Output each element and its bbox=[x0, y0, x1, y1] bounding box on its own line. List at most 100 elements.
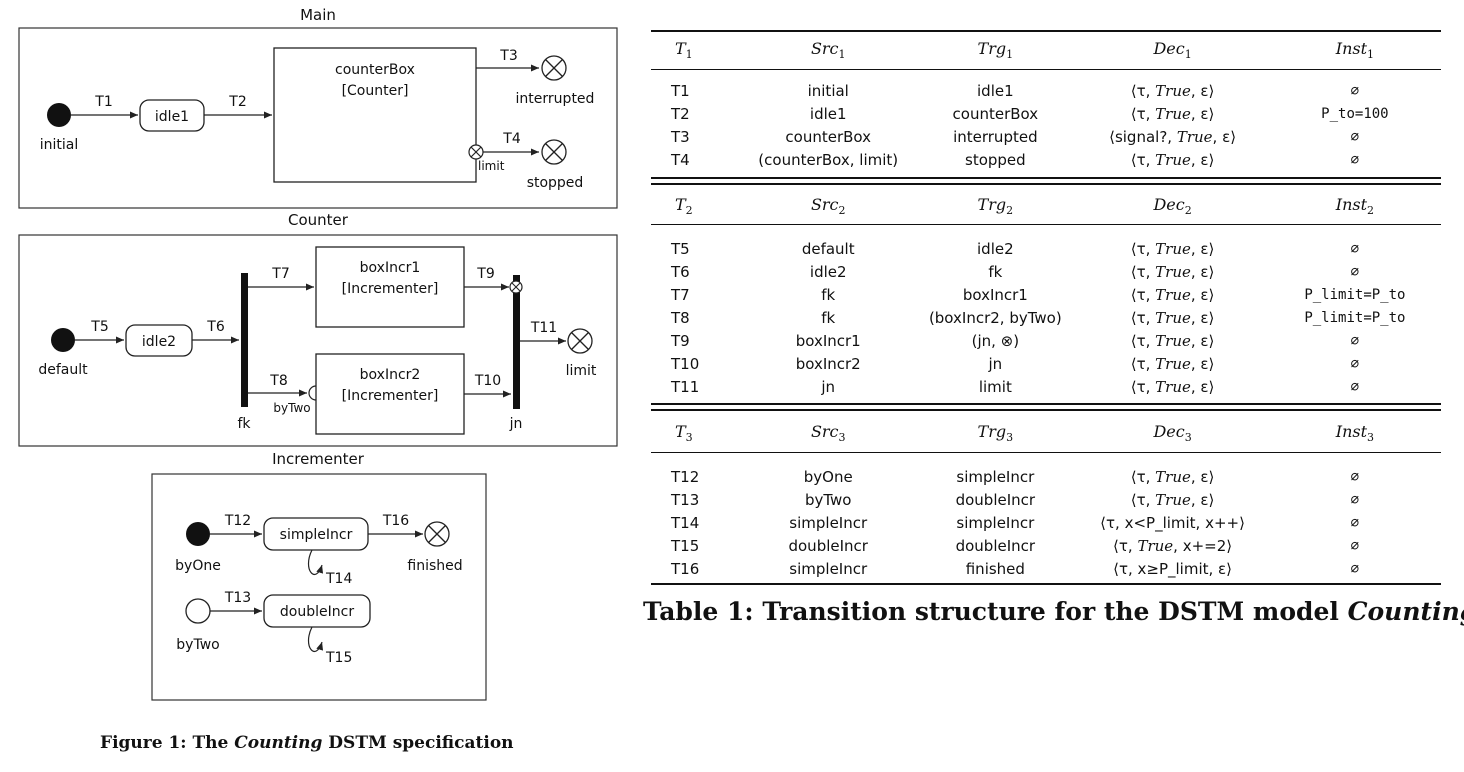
header-dec-subscript: 1 bbox=[1184, 48, 1192, 62]
header-inst-subscript: 2 bbox=[1367, 204, 1375, 218]
counter-title: Counter bbox=[288, 211, 349, 229]
figure-caption: Figure 1: The Counting DSTM specificatio… bbox=[100, 733, 514, 753]
section-divider-1 bbox=[651, 177, 1441, 185]
cell-source: doubleIncr bbox=[788, 536, 868, 555]
figure-caption-prefix: Figure 1: The bbox=[100, 733, 235, 753]
cell-target: fk bbox=[988, 263, 1003, 282]
cell-decorator: ⟨τ, x≥P_limit, ε⟩ bbox=[1076, 558, 1268, 581]
cell-source: jn bbox=[821, 378, 836, 397]
counterbox-type: [Counter] bbox=[342, 83, 409, 99]
decorator-prefix: ⟨τ, bbox=[1130, 467, 1156, 486]
main-title: Main bbox=[300, 6, 336, 24]
main-initial-state bbox=[47, 103, 71, 127]
header-inst: Inst1 bbox=[1269, 30, 1441, 74]
cell-transition: T1 bbox=[671, 82, 690, 101]
limit-exit-label: limit bbox=[478, 159, 505, 173]
stopped-final-icon bbox=[541, 139, 567, 165]
main-initial-label: initial bbox=[40, 137, 79, 153]
counterbox-name: counterBox bbox=[335, 62, 415, 78]
cell-source: (counterBox, limit) bbox=[758, 151, 899, 170]
cell-target: (jn, ⊗) bbox=[971, 332, 1020, 351]
decorator-condition: True bbox=[1155, 467, 1191, 486]
decorator-suffix: , ε⟩ bbox=[1190, 355, 1215, 374]
table-caption-italic: Counting bbox=[1347, 597, 1464, 626]
section-divider-2 bbox=[651, 403, 1441, 411]
edge-t14-loop bbox=[307, 549, 324, 575]
cell-instantiation: P_limit=P_to bbox=[1304, 287, 1406, 304]
decorator-condition: True bbox=[1155, 286, 1191, 305]
cell-instantiation: ∅ bbox=[1350, 83, 1360, 100]
header-inst-text: Inst bbox=[1335, 195, 1368, 215]
header-t-text: T bbox=[675, 195, 686, 215]
decorator-prefix: ⟨τ, bbox=[1130, 286, 1156, 305]
header-trg: Trg3 bbox=[914, 413, 1076, 457]
decorator-prefix: ⟨τ, bbox=[1130, 105, 1156, 124]
header-inst-text: Inst bbox=[1335, 39, 1368, 58]
cell-source: byOne bbox=[803, 467, 853, 486]
cell-transition: T10 bbox=[671, 355, 700, 374]
label-t14: T14 bbox=[325, 571, 352, 587]
bytwo-label: byTwo bbox=[176, 637, 219, 653]
cell-decorator: ⟨τ, True, ε⟩ bbox=[1076, 103, 1268, 126]
cell-target: idle1 bbox=[977, 82, 1014, 101]
interrupted-label: interrupted bbox=[516, 91, 595, 107]
table-top-rule bbox=[651, 30, 1441, 32]
label-t16: T16 bbox=[382, 513, 409, 529]
cell-target: finished bbox=[965, 559, 1025, 578]
decorator-suffix: , ε⟩ bbox=[1190, 332, 1215, 351]
cell-instantiation: ∅ bbox=[1350, 379, 1360, 396]
cell-decorator: ⟨τ, True, ε⟩ bbox=[1076, 330, 1268, 353]
spacer-row bbox=[651, 581, 1441, 585]
cell-source: default bbox=[801, 240, 855, 259]
header-src-text: Src bbox=[810, 195, 839, 215]
decorator-prefix: ⟨τ, bbox=[1130, 151, 1156, 170]
header-dec-text: Dec bbox=[1153, 195, 1185, 215]
decorator-suffix: , ε⟩ bbox=[1190, 378, 1215, 397]
cell-transition: T12 bbox=[671, 467, 700, 486]
decorator-prefix: ⟨τ, x<P_limit, x++⟩ bbox=[1100, 513, 1245, 532]
finished-final-icon bbox=[424, 521, 450, 547]
byone-initial-state bbox=[186, 522, 210, 546]
label-t8: T8 bbox=[269, 373, 287, 389]
header-dec-text: Dec bbox=[1153, 422, 1185, 442]
header-t-subscript: 1 bbox=[685, 48, 693, 62]
header-t-text: T bbox=[675, 422, 686, 442]
table-caption: Table 1: Transition structure for the DS… bbox=[643, 597, 1464, 626]
edge-t15-loop bbox=[307, 626, 324, 652]
decorator-condition: True bbox=[1176, 128, 1213, 147]
cell-source: counterBox bbox=[785, 128, 872, 147]
label-t15: T15 bbox=[325, 650, 352, 666]
label-t13: T13 bbox=[224, 590, 251, 606]
label-t2: T2 bbox=[228, 94, 246, 110]
finished-label: finished bbox=[407, 558, 462, 574]
cell-instantiation: ∅ bbox=[1350, 264, 1360, 281]
cell-transition: T6 bbox=[671, 263, 690, 282]
bytwo-entry-label: byTwo bbox=[273, 401, 310, 415]
cell-transition: T5 bbox=[671, 240, 690, 259]
decorator-prefix: ⟨τ, bbox=[1130, 355, 1156, 374]
decorator-condition: True bbox=[1155, 309, 1191, 328]
spacer-cell bbox=[651, 581, 1441, 585]
cell-decorator: ⟨τ, True, ε⟩ bbox=[1076, 466, 1268, 489]
cell-decorator: ⟨τ, True, ε⟩ bbox=[1076, 149, 1268, 172]
cell-transition: T4 bbox=[671, 151, 690, 170]
header-src: Src3 bbox=[742, 413, 914, 457]
header-dec: Dec2 bbox=[1076, 186, 1268, 230]
decorator-prefix: ⟨τ, bbox=[1130, 263, 1156, 282]
cell-transition: T7 bbox=[671, 286, 690, 305]
cell-target: counterBox bbox=[952, 105, 1039, 124]
cell-target: (boxIncr2, byTwo) bbox=[928, 309, 1062, 328]
header-src-text: Src bbox=[810, 39, 839, 58]
dstm-figure: Main initial T1 idle1 T2 counterBox [Cou… bbox=[18, 6, 618, 701]
cell-instantiation: ∅ bbox=[1350, 333, 1360, 350]
decorator-suffix: , ε⟩ bbox=[1212, 128, 1237, 147]
spacer-row bbox=[651, 399, 1441, 413]
header-src-text: Src bbox=[810, 422, 839, 442]
cell-target: boxIncr1 bbox=[962, 286, 1028, 305]
box-counterbox bbox=[273, 47, 477, 183]
header-src: Src2 bbox=[742, 186, 914, 230]
